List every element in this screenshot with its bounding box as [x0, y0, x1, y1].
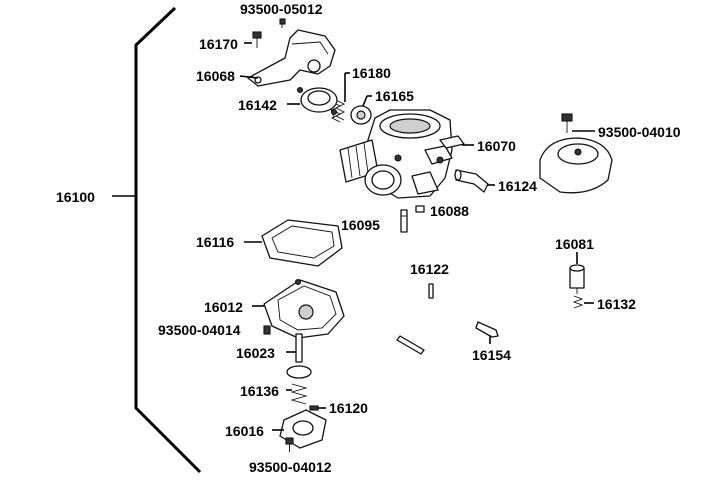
label-16124: 16124	[498, 178, 537, 194]
pilot-screw	[396, 335, 425, 355]
screw-93500-04014	[263, 325, 271, 335]
leader-16068	[239, 75, 259, 79]
label-16142: 16142	[238, 97, 277, 113]
hose-16124	[454, 169, 489, 193]
label-93500-04010: 93500-04010	[598, 124, 681, 140]
label-16180: 16180	[352, 65, 391, 81]
label-16122: 16122	[410, 261, 449, 277]
screw-16088	[415, 205, 425, 213]
assembly-bracket	[134, 6, 202, 474]
label-16016: 16016	[225, 423, 264, 439]
spring-16132	[572, 295, 584, 309]
screw-16170	[252, 31, 262, 48]
carburetor-body	[339, 109, 453, 199]
label-93500-04012: 93500-04012	[249, 459, 332, 475]
part-16081	[569, 264, 585, 294]
label-93500-05012: 93500-05012	[240, 1, 323, 17]
label-16170: 16170	[199, 36, 238, 52]
gasket-16070	[439, 135, 465, 149]
float-needle-16023	[286, 333, 312, 379]
label-16070: 16070	[477, 138, 516, 154]
lever-16154	[475, 321, 499, 338]
clip-16122	[428, 283, 434, 299]
screw-93500-04012	[285, 437, 294, 452]
screw-93500-04010	[561, 113, 573, 133]
label-16116: 16116	[196, 234, 234, 250]
label-93500-04014: 93500-04014	[158, 322, 241, 338]
pin-16120	[309, 405, 319, 411]
jet-16095	[400, 209, 408, 233]
screw-93500-05012	[279, 18, 286, 28]
spring-16136	[290, 383, 308, 405]
choke-cover	[539, 137, 613, 194]
label-16132: 16132	[597, 296, 636, 312]
label-16120: 16120	[329, 400, 368, 416]
assembly-label: 16100	[56, 189, 95, 205]
throttle-cover-16142	[296, 86, 338, 116]
label-16012: 16012	[204, 299, 243, 315]
label-16095: 16095	[341, 217, 380, 233]
throttle-bracket-16068	[247, 29, 336, 87]
label-16154: 16154	[472, 347, 511, 363]
washer-16165	[350, 105, 372, 125]
label-16023: 16023	[236, 345, 275, 361]
float-bowl-16012	[263, 278, 345, 339]
label-16136: 16136	[240, 383, 279, 399]
gasket-16116	[261, 219, 343, 267]
label-16068: 16068	[196, 68, 235, 84]
label-16088: 16088	[430, 203, 469, 219]
label-16165: 16165	[375, 88, 414, 104]
label-16081: 16081	[555, 236, 594, 252]
leader-16165b	[362, 95, 368, 107]
